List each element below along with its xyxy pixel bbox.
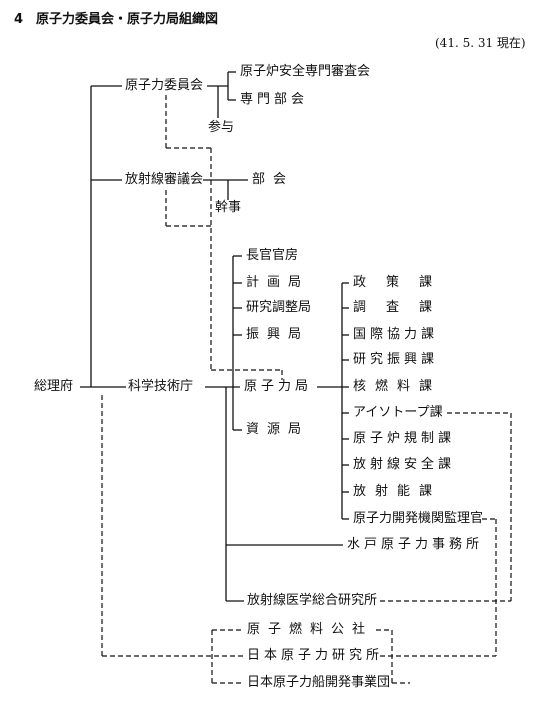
node-hoshasen-shingikai: 放射線審議会 xyxy=(125,172,204,187)
node-keikakukyoku: 計画局 xyxy=(246,275,310,290)
node-nenryo-kosha: 原子燃料公社 xyxy=(247,622,374,637)
node-shinkokyoku: 振興局 xyxy=(246,327,310,342)
node-bukai: 部会 xyxy=(252,172,295,187)
node-hoshasen-igaku: 放射線医学総合研究所 xyxy=(247,593,378,608)
node-sorifu: 総理府 xyxy=(34,379,74,394)
node-seisakuka: 政策課 xyxy=(353,275,453,290)
node-kenkyu-chosei: 研究調整局 xyxy=(246,300,312,315)
node-genshiryokukyoku: 原子力局 xyxy=(244,379,313,394)
node-chosaka: 調査課 xyxy=(353,300,453,315)
node-nihon-sen: 日本原子力船開発事業団 xyxy=(247,675,391,690)
page-title: 4 原子力委員会・原子力局組織図 xyxy=(14,12,219,27)
node-hoshanoka: 放射能課 xyxy=(353,484,442,499)
node-nihon-genshiryoku: 日本原子力研究所 xyxy=(247,648,384,663)
node-shigenkyoku: 資源局 xyxy=(246,422,310,437)
node-kaku-nenryo: 核燃料課 xyxy=(353,379,442,394)
as-of-date: (41. 5. 31 現在) xyxy=(435,36,526,50)
node-kagaku-gijutsucho: 科学技術庁 xyxy=(128,379,194,394)
node-genshiryoku-iinkai: 原子力委員会 xyxy=(125,78,204,93)
node-kenkyu-shinko: 研究振興課 xyxy=(353,352,439,367)
node-mito: 水戸原子力事務所 xyxy=(347,537,484,552)
node-genshiro-kisei: 原子炉規制課 xyxy=(353,431,456,446)
node-sanyo: 参与 xyxy=(208,120,235,135)
node-isotope: アイソトープ課 xyxy=(353,405,443,420)
node-chokan-kanbo: 長官官房 xyxy=(246,248,299,263)
node-senmon-bukai: 専門部会 xyxy=(240,92,309,107)
node-hoshasen-anzen: 放射線安全課 xyxy=(353,457,456,472)
node-kantokukan: 原子力開発機関監理官 xyxy=(353,511,484,526)
node-kanji: 幹事 xyxy=(215,200,242,215)
node-kokusai: 国際協力課 xyxy=(353,327,439,342)
node-shinsakai: 原子炉安全専門審査会 xyxy=(240,64,371,79)
